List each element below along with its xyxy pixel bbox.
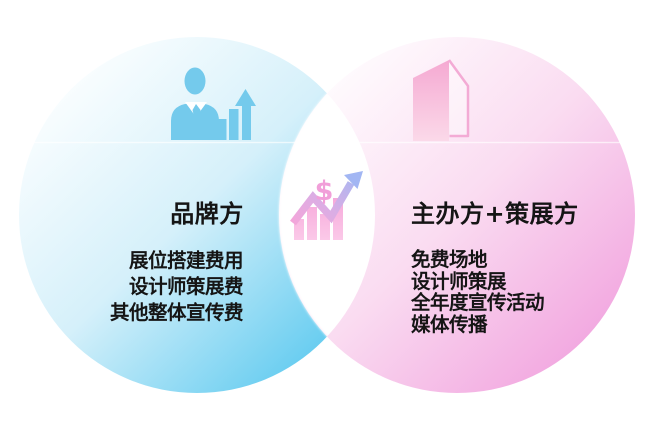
building-outline-block — [447, 59, 470, 138]
growth-zigzag-line — [290, 181, 355, 226]
left-circle — [19, 37, 375, 393]
right-circle-list: 免费场地 设计师策展 全年度宣传活动 媒体传播 — [411, 248, 545, 336]
left-circle-list: 展位搭建费用 设计师策展费 其他整体宣传费 — [60, 248, 244, 327]
list-item: 设计师策展费 — [128, 275, 244, 299]
money-growth-icon: $ — [290, 171, 363, 240]
right-circle — [279, 37, 635, 393]
growth-arrowhead-icon — [344, 171, 363, 189]
list-item: 设计师策展 — [411, 269, 507, 293]
right-circle-title: 主办方+策展方 — [411, 200, 579, 228]
list-item: 免费场地 — [411, 248, 488, 271]
list-item: 全年度宣传活动 — [411, 291, 545, 315]
building-solid-block — [413, 60, 449, 141]
building-icon — [413, 59, 470, 141]
divider-line — [30, 141, 632, 144]
businessman-growth-icon — [171, 67, 256, 140]
growth-bars — [294, 198, 343, 240]
dollar-sign-icon: $ — [315, 176, 334, 207]
list-item: 其他整体宣传费 — [109, 301, 244, 325]
list-item: 媒体传播 — [411, 312, 488, 336]
list-item: 展位搭建费用 — [128, 249, 244, 272]
left-circle-title: 品牌方 — [170, 200, 244, 228]
